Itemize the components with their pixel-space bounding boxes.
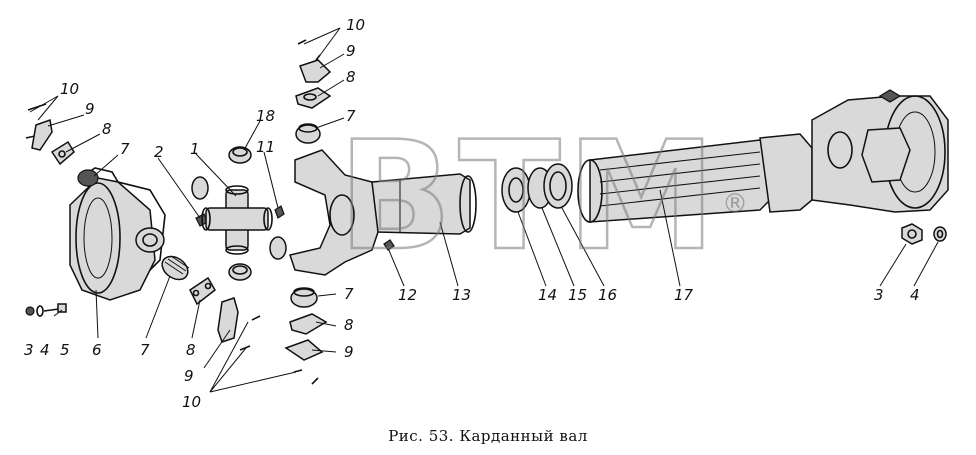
callout-7-left: 7 [120,140,130,158]
callout-9-lower-left: 9 [184,367,194,385]
figure-caption: Рис. 53. Карданный вал [388,427,588,445]
callout-9-top: 9 [346,42,356,60]
callout-9-left: 9 [85,100,95,118]
callout-18: 18 [256,107,275,125]
callout-11: 11 [256,138,275,156]
left-seal-cap [161,255,190,281]
right-flange-yoke [759,89,949,213]
lower-left-strap [217,297,261,351]
callout-8-left: 8 [102,120,112,138]
callout-17: 17 [674,286,694,304]
callout-14: 14 [538,286,557,304]
leader-lines [29,27,939,393]
watermark: ВТМ ® [337,109,748,286]
callout-1: 1 [190,140,200,158]
lower-fastener-stack [284,287,328,385]
callout-12: 12 [398,286,417,304]
splined-shaft [577,139,771,223]
watermark-registered-mark: ® [722,189,748,219]
callout-8-lower: 8 [344,316,354,334]
watermark-text: ВТМ [338,110,722,284]
callout-6: 6 [92,341,102,359]
callout-9-lower: 9 [344,343,354,361]
grease-nipple [274,205,285,219]
bearing-cups [191,146,287,281]
callout-10-top: 10 [346,16,365,34]
spider-cross [201,185,273,255]
plug-12 [383,239,395,251]
callout-13: 13 [452,286,471,304]
callout-10-bottom: 10 [182,393,201,411]
callout-15: 15 [568,286,587,304]
callout-7-top: 7 [346,107,356,125]
callout-2: 2 [154,143,164,161]
upper-fastener-stack [295,39,332,144]
callout-3-right: 3 [874,286,884,304]
right-nut-washer [901,223,947,245]
left-bolt-set [25,303,67,317]
callout-4-left: 4 [40,341,50,359]
callout-7-lower: 7 [344,285,354,303]
seal-assembly [501,163,573,213]
slip-yoke-tube [289,149,477,276]
callout-numbers: 10 9 8 7 2 1 18 11 10 9 8 7 12 13 14 15 … [24,16,920,411]
callout-8-top: 8 [346,68,356,86]
lower-lock-plate-left [189,276,216,306]
callout-8-lower-left: 8 [186,341,196,359]
callout-3-left: 3 [24,341,34,359]
callout-7-lower-left: 7 [140,341,150,359]
callout-5: 5 [60,341,70,359]
callout-10-left: 10 [60,80,79,98]
callout-4-right: 4 [910,286,920,304]
callout-16: 16 [598,286,617,304]
left-top-fasteners [25,103,75,166]
left-flange-yoke [69,167,166,301]
